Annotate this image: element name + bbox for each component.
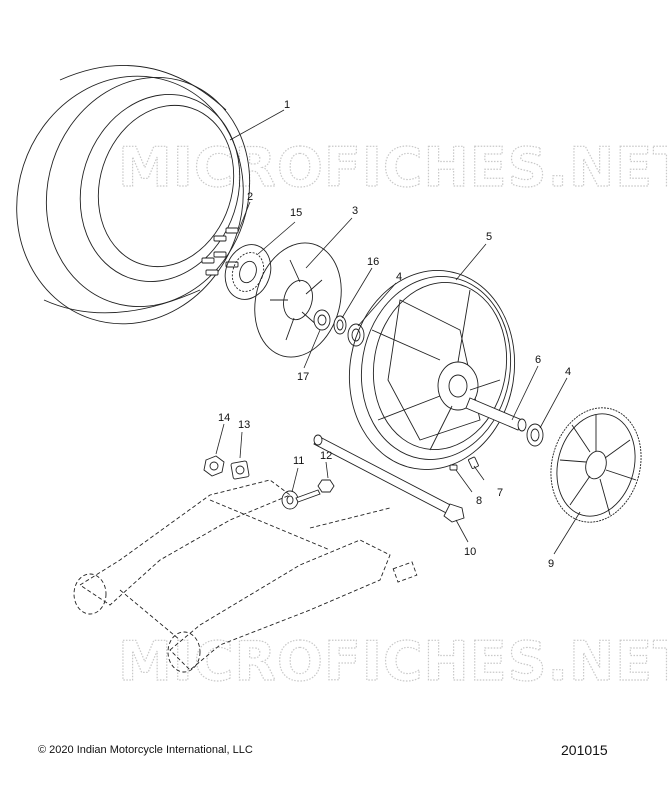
callout-7: 7 [497, 487, 503, 499]
swingarm [73, 479, 418, 673]
callout-6: 6 [535, 354, 541, 366]
callout-16: 16 [367, 256, 379, 268]
rear-wheel [348, 270, 516, 470]
nut-and-plate [203, 455, 250, 480]
callout-10: 10 [464, 546, 476, 558]
callout-3: 3 [352, 205, 358, 217]
callout-11: 11 [293, 455, 304, 467]
callout-12: 12 [320, 450, 332, 462]
callout-14: 14 [218, 412, 230, 424]
callout-9: 9 [548, 558, 554, 570]
leader-lines [215, 109, 581, 555]
callout-15: 15 [290, 207, 302, 219]
drive-pulley [550, 407, 642, 523]
valve-and-clip [449, 456, 479, 471]
callout-5: 5 [486, 231, 492, 243]
spacer-seal-bearing [313, 309, 365, 347]
copyright-icon: © [38, 744, 47, 756]
callout-13: 13 [238, 419, 250, 431]
drive-ring [224, 244, 272, 300]
figure-number: 201015 [561, 742, 608, 758]
axle-adjuster [281, 479, 335, 510]
callout-4-right: 4 [565, 366, 571, 378]
bolts [201, 227, 239, 276]
brake-rotor [254, 242, 342, 358]
callout-labels: 1 2 3 4 5 6 4 7 8 9 10 11 12 13 14 15 16… [218, 99, 571, 570]
callout-8: 8 [476, 495, 482, 507]
watermark-bottom: MICROFICHES.NET [118, 630, 668, 693]
watermark-top: MICROFICHES.NET [118, 136, 668, 199]
callout-2: 2 [247, 191, 253, 203]
axle [313, 434, 465, 523]
axle-spacer [465, 397, 527, 432]
copyright-text: 2020 Indian Motorcycle International, LL… [49, 744, 253, 756]
tire [16, 65, 251, 325]
bearing-right [526, 423, 544, 447]
callout-1: 1 [284, 99, 290, 111]
copyright-notice: © 2020 Indian Motorcycle International, … [38, 744, 253, 756]
callout-17: 17 [297, 371, 309, 383]
callout-4-left: 4 [396, 271, 402, 283]
